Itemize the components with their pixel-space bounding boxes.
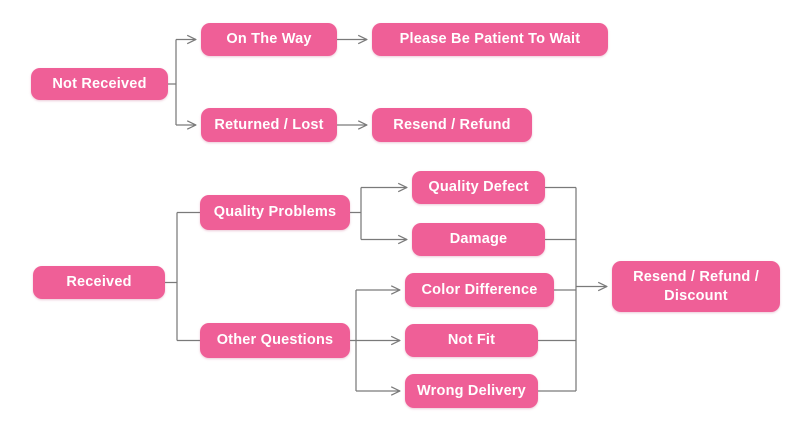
node-resend-refund[interactable]: Resend / Refund [372, 108, 532, 142]
node-on-the-way[interactable]: On The Way [201, 23, 337, 56]
node-wrong-delivery[interactable]: Wrong Delivery [405, 374, 538, 408]
node-quality-defect[interactable]: Quality Defect [412, 171, 545, 204]
node-not-received[interactable]: Not Received [31, 68, 168, 100]
node-damage[interactable]: Damage [412, 223, 545, 256]
node-not-fit[interactable]: Not Fit [405, 324, 538, 357]
node-other-questions[interactable]: Other Questions [200, 323, 350, 358]
node-received[interactable]: Received [33, 266, 165, 299]
node-returned-lost[interactable]: Returned / Lost [201, 108, 337, 142]
node-resend-refund-discount[interactable]: Resend / Refund / Discount [612, 261, 780, 312]
node-please-be-patient-to-wait[interactable]: Please Be Patient To Wait [372, 23, 608, 56]
node-quality-problems[interactable]: Quality Problems [200, 195, 350, 230]
node-color-difference[interactable]: Color Difference [405, 273, 554, 307]
